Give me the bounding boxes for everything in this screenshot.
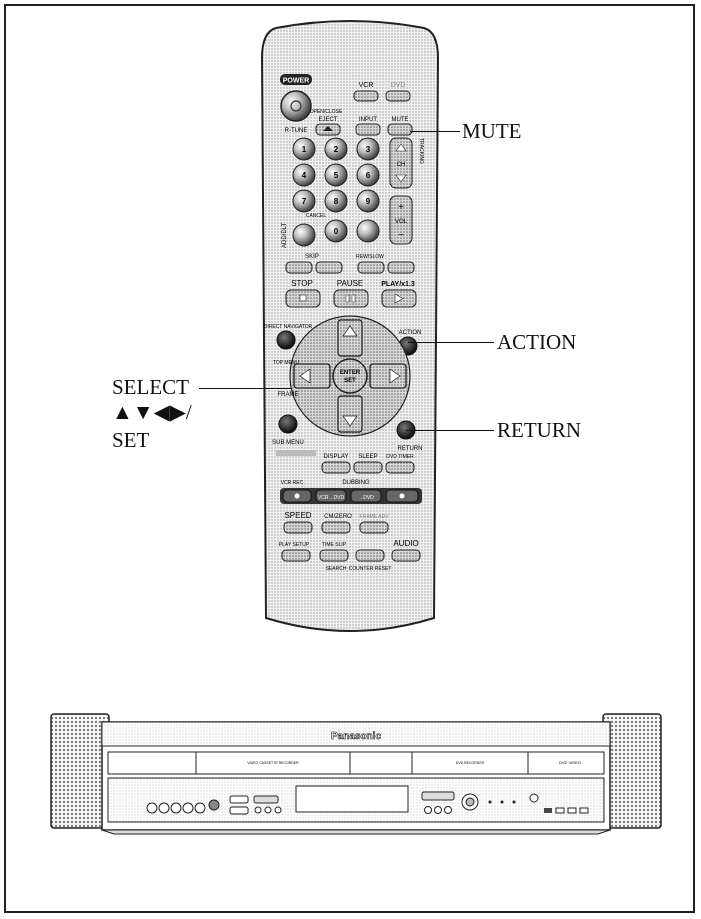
pause-button[interactable] [334,290,368,307]
dvd-label-text: DVD RECORDER [456,761,485,765]
dvd-label: DVD [391,82,406,89]
action-callout: ACTION [497,329,576,355]
pause-label: PAUSE [337,279,364,288]
dvd-button[interactable] [386,91,410,101]
vcr-to-dvd-label: VCR→DVD [318,495,345,501]
number-pad: 1 2 3 4 5 6 7 8 9 0 CANCEL ADD/DLT [282,138,379,248]
mute-button[interactable] [388,124,412,135]
vcr-label-text: VIDEO CASSETTE RECORDER [247,761,299,765]
eject-label: EJECT [318,117,337,123]
ch-label: CH [397,162,406,168]
direct-navigator-label: DIRECT NAVIGATOR [264,324,313,330]
input-label: INPUT [359,117,377,123]
number-1-label: 1 [302,145,307,154]
sleep-button[interactable] [354,462,382,473]
action-label: ACTION [399,330,422,336]
open-close-label: OPEN/CLOSE [310,109,343,115]
mute-leader-line [410,131,460,132]
cancel-label: CANCEL [306,213,327,219]
cm-zero-label: CM/ZERO [324,514,352,520]
right-speaker-grille [603,714,661,828]
add-dlt-button[interactable] [293,224,315,246]
counter-reset-button[interactable] [356,550,384,561]
counter-reset-label: COUNTER RESET [349,566,392,572]
speed-label: SPEED [284,511,311,520]
hundred-button[interactable] [357,220,379,242]
r-tune-label: R-TUNE [285,128,308,134]
time-slip-label: TIME SLIP [322,542,347,548]
number-0-label: 0 [334,227,339,236]
select-callout-line1: SELECT [112,374,189,400]
dvd-vcr-front-panel-illustration: Panasonic VIDEO CASSETTE RECORDER DVD RE… [50,712,662,836]
rew-slow-label: REW/SLOW [356,254,384,260]
skip-forward-button[interactable] [316,262,342,273]
audio-label: AUDIO [393,539,418,548]
dvd-logo-text: DVD VIDEO [559,760,581,765]
enter-set-button[interactable] [333,359,367,393]
set-label: SET [344,378,356,384]
display-button[interactable] [322,462,350,473]
vcr-button[interactable] [354,91,378,101]
stop-label: STOP [291,279,313,288]
sub-menu-label: SUB MENU [272,440,304,446]
skip-back-button[interactable] [286,262,312,273]
navigation-pad: ENTER SET [290,316,410,436]
dvd-to-vcr-label: →DVD [358,495,374,501]
dvd-timer-button[interactable] [386,462,414,473]
return-label: RETURN [398,446,423,452]
number-2-label: 2 [334,145,339,154]
left-speaker-grille [51,714,109,828]
number-4-label: 4 [302,171,307,180]
dubbing-label: DUBBING [342,480,370,486]
number-7-label: 7 [302,197,307,206]
return-callout: RETURN [497,417,581,443]
frame-adv-label: FRAME ADV [360,514,390,520]
time-slip-button[interactable] [320,550,348,561]
enter-label: ENTER [340,370,361,376]
sub-menu-button[interactable] [279,415,297,433]
vol-minus-glyph: − [398,230,404,241]
vcr-rec-label: VCR REC [281,480,304,486]
fast-forward-button[interactable] [388,262,414,273]
remote-control-illustration: POWER VCR DVD OPEN/CLOSE R-TUNE EJECT IN… [250,18,450,640]
power-label: POWER [283,78,309,85]
direct-navigator-button[interactable] [277,331,295,349]
front-display-window [296,786,408,812]
vcr-label: VCR [359,82,374,89]
select-leader-line [199,388,291,389]
play-setup-label: PLAY SETUP [279,542,310,548]
return-leader-line [406,430,494,431]
rewind-button[interactable] [358,262,384,273]
number-9-label: 9 [366,197,371,206]
vol-plus-glyph: + [398,202,404,213]
search-label: SEARCH [326,566,347,572]
number-3-label: 3 [366,145,371,154]
number-8-label: 8 [334,197,339,206]
brand-logo: Panasonic [331,731,381,742]
top-menu-label: TOP MENU [273,360,300,366]
play-label: PLAY/x1.3 [381,281,415,288]
display-label: DISPLAY [324,454,349,460]
cm-zero-button[interactable] [322,522,350,533]
sleep-label: SLEEP [358,454,377,460]
input-button[interactable] [356,124,380,135]
skip-label: SKIP [305,254,319,260]
play-setup-button[interactable] [282,550,310,561]
number-5-label: 5 [334,171,339,180]
power-button[interactable] [281,91,311,121]
select-arrows-callout: ▲▼◀▶/ [112,399,192,425]
audio-button[interactable] [392,550,420,561]
frame-label: FRAME [278,392,299,398]
dvd-timer-label: DVD TIMER [386,454,414,460]
frame-adv-button[interactable] [360,522,388,533]
add-dlt-label: ADD/DLT [282,222,288,248]
mute-label: MUTE [392,117,409,123]
speed-button[interactable] [284,522,312,533]
mute-callout: MUTE [462,118,522,144]
tracking-label: TRACKING [418,138,424,164]
set-callout: SET [112,427,149,453]
number-6-label: 6 [366,171,371,180]
vol-label: VOL [395,219,408,225]
action-leader-line [408,342,494,343]
